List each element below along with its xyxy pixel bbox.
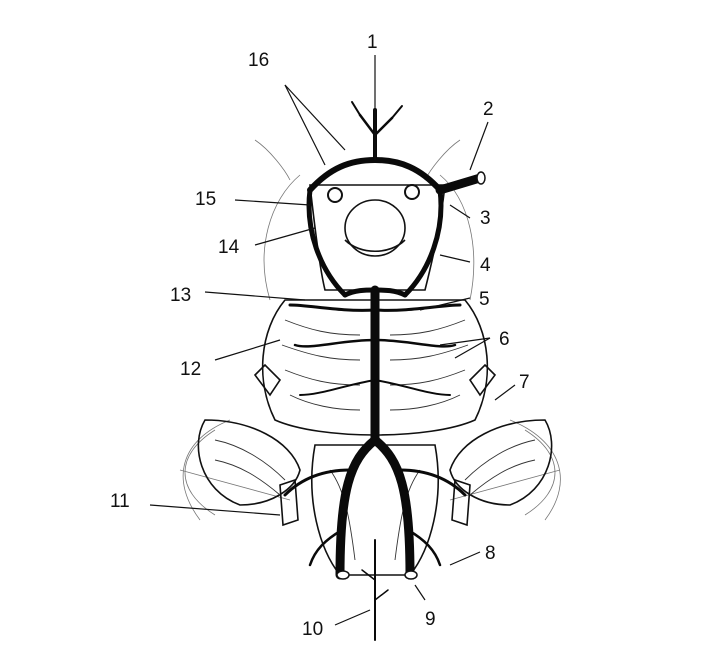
- leader-lines: [150, 55, 515, 625]
- label-16: 16: [248, 51, 269, 70]
- label-14: 14: [218, 238, 239, 257]
- label-8: 8: [485, 544, 496, 563]
- label-13: 13: [170, 286, 191, 305]
- label-5: 5: [479, 290, 490, 309]
- arteries: [285, 102, 480, 640]
- label-7: 7: [519, 373, 530, 392]
- label-10: 10: [302, 620, 323, 639]
- label-11: 11: [110, 492, 130, 511]
- label-4: 4: [480, 256, 491, 275]
- label-6: 6: [499, 330, 510, 349]
- label-1: 1: [367, 33, 378, 52]
- label-9: 9: [425, 610, 436, 629]
- label-12: 12: [180, 360, 201, 379]
- label-15: 15: [195, 190, 216, 209]
- label-2: 2: [483, 100, 494, 119]
- label-3: 3: [480, 209, 491, 228]
